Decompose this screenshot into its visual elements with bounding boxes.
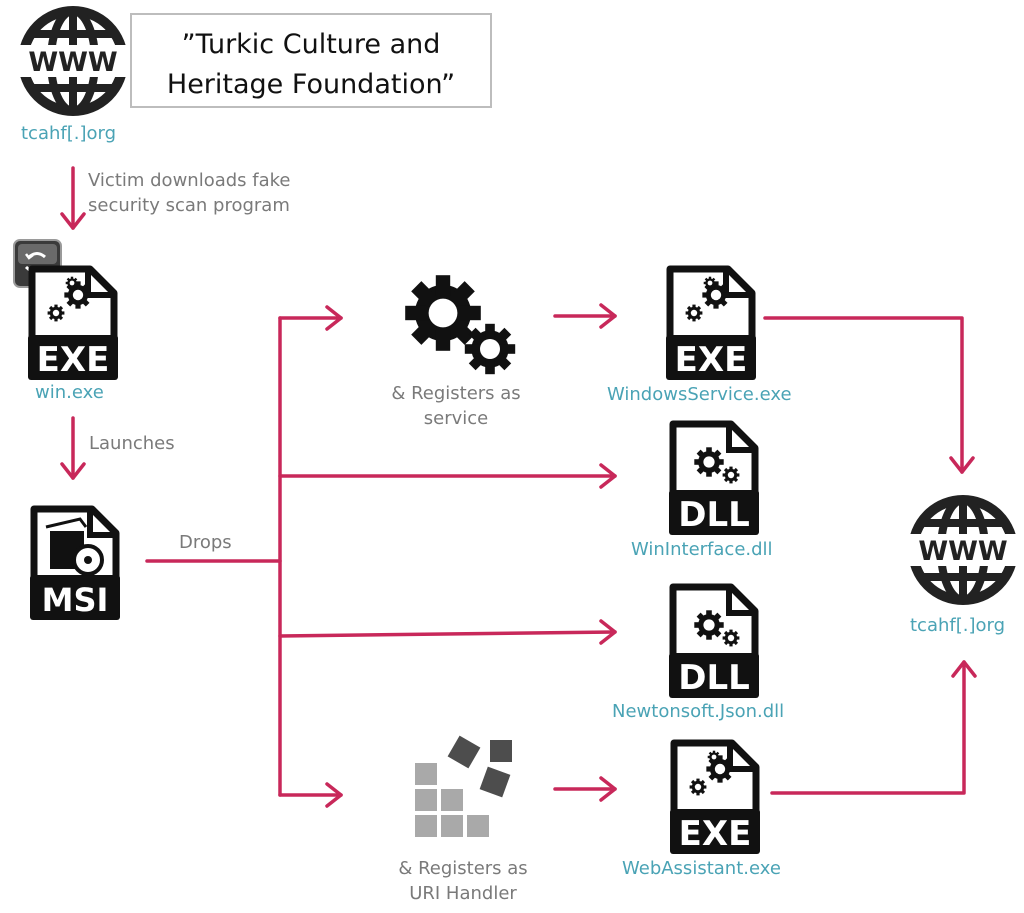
globe-badge: WWW	[28, 47, 117, 78]
exe-file-icon: EXE	[666, 269, 756, 380]
exe-badge: EXE	[675, 340, 748, 380]
exe-file-icon: EXE	[670, 743, 760, 854]
download-step-line1: Victim downloads fake	[88, 170, 291, 191]
service-registration-label: & Registers as service	[376, 381, 536, 431]
self-extracting-installer-icon	[13, 239, 62, 288]
newtonsoft-label: Newtonsoft.Json.dll	[612, 701, 785, 722]
dll-file-icon: DLL	[669, 424, 759, 535]
uri-registration-line2: URI Handler	[409, 883, 517, 904]
dll-file-icon: DLL	[669, 587, 759, 698]
uri-handler-blocks-icon	[415, 735, 512, 837]
flow-arrows	[60, 166, 977, 808]
exe-badge: EXE	[37, 340, 110, 380]
arrow-webassistant-to-c2	[770, 660, 977, 795]
globe-www-icon: WWW	[906, 500, 1020, 600]
uri-registration-label: & Registers as URI Handler	[383, 856, 543, 906]
globe-www-icon: WWW	[16, 11, 130, 111]
arrow-to-newtonsoft	[278, 619, 617, 645]
drops-label: Drops	[179, 532, 232, 553]
site-title-line1: ”Turkic Culture and	[181, 29, 441, 60]
exe-file-icon: EXE	[28, 269, 118, 380]
windows-service-label: WindowsService.exe	[607, 384, 792, 405]
web-assistant-label: WebAssistant.exe	[622, 858, 781, 879]
globe-badge: WWW	[918, 536, 1007, 567]
download-step-line2: security scan program	[88, 195, 290, 216]
gears-icon	[405, 275, 516, 375]
site-title-line2: Heritage Foundation”	[166, 69, 456, 100]
win-exe-label: win.exe	[35, 382, 104, 403]
win-interface-label: WinInterface.dll	[631, 539, 773, 560]
arrow-drops-trunk	[145, 316, 282, 797]
dll-badge: DLL	[678, 658, 750, 698]
launches-label: Launches	[89, 433, 175, 454]
arrow-to-uri-blocks	[278, 782, 343, 808]
source-site-label: tcahf[.]org	[21, 123, 117, 144]
service-registration-line2: service	[423, 408, 489, 429]
title-box: ”Turkic Culture and Heritage Foundation”	[130, 13, 492, 108]
uri-registration-line1: & Registers as	[398, 858, 528, 879]
arrow-launches	[60, 416, 86, 480]
site-title: ”Turkic Culture and Heritage Foundation”	[132, 25, 490, 105]
msi-file-icon: MSI	[30, 509, 120, 620]
download-step-label: Victim downloads fake security scan prog…	[88, 168, 291, 218]
arrow-download	[60, 166, 86, 230]
arrow-to-webassistant	[553, 776, 617, 802]
service-registration-line1: & Registers as	[391, 383, 521, 404]
arrow-to-windowsservice	[553, 303, 617, 329]
arrow-to-service-gears	[278, 305, 343, 331]
msi-badge: MSI	[42, 581, 109, 619]
arrow-to-wininterface	[278, 463, 617, 489]
exe-badge: EXE	[679, 814, 752, 854]
dll-badge: DLL	[678, 495, 750, 535]
c2-site-label: tcahf[.]org	[910, 615, 1006, 636]
arrow-windowsservice-to-c2	[763, 316, 975, 474]
